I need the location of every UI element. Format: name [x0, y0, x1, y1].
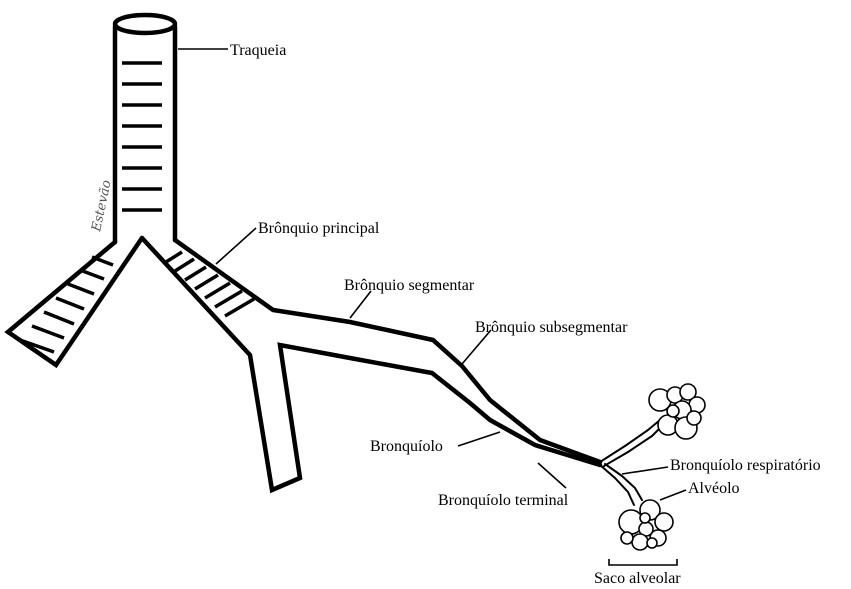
label-bronquio-principal: Brônquio principal	[258, 220, 380, 237]
label-bronquiolo-respiratorio: Bronquíolo respiratório	[670, 457, 821, 474]
label-traqueia: Traqueia	[230, 42, 286, 59]
label-bronquiolo-terminal: Bronquíolo terminal	[438, 492, 569, 509]
labels: Traqueia Brônquio principal Brônquio seg…	[230, 42, 821, 587]
label-saco-alveolar: Saco alveolar	[594, 570, 681, 587]
label-alveolo: Alvéolo	[688, 480, 740, 497]
right-bronchus-rings	[166, 252, 254, 316]
fine-bronchioles	[600, 420, 662, 505]
label-bronquio-segmentar: Brônquio segmentar	[344, 277, 475, 294]
trachea-rings	[122, 63, 162, 210]
leader-lines	[178, 49, 686, 565]
label-bronquio-subsegmentar: Brônquio subsegmentar	[475, 319, 628, 336]
author-signature: Estevão	[89, 179, 115, 234]
label-bronquiolo: Bronquíolo	[370, 438, 443, 455]
trachea	[115, 15, 175, 242]
alveolar-sac-lower	[619, 500, 673, 550]
left-main-bronchus	[8, 238, 142, 365]
